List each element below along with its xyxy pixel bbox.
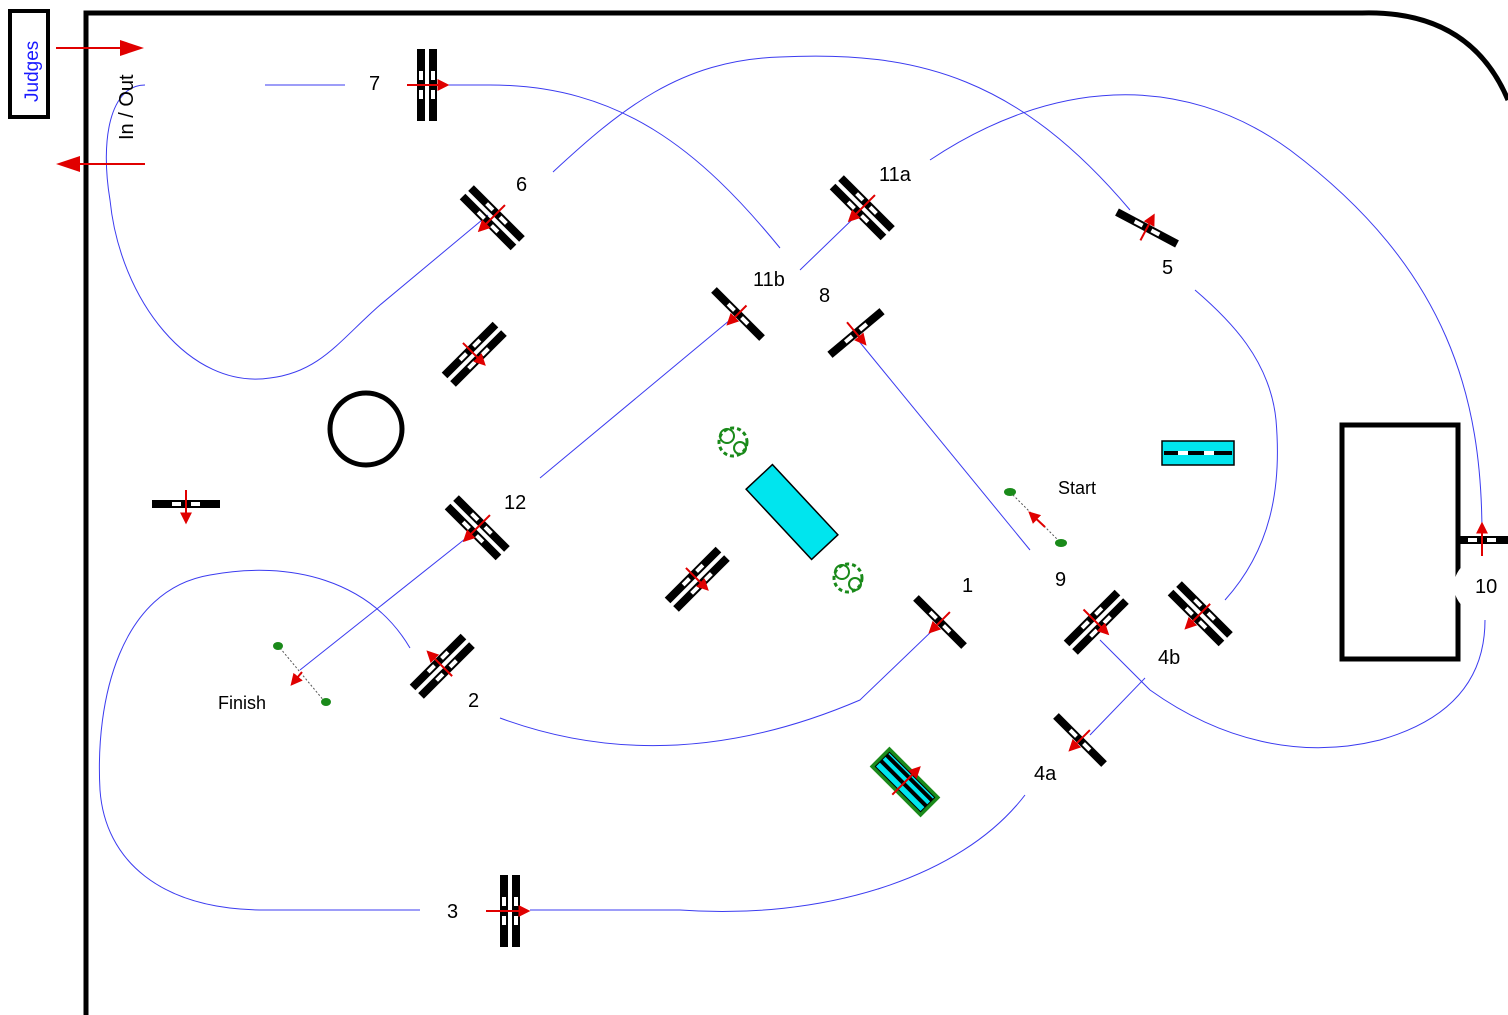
jump-4a <box>1053 713 1107 767</box>
finish-label: Finish <box>218 693 266 713</box>
jump-5 <box>1115 208 1179 248</box>
finish-line <box>273 642 331 706</box>
obstacle-label-12: 12 <box>504 492 526 514</box>
jump-11a <box>829 175 895 241</box>
pen-box <box>1339 422 1461 662</box>
obstacle-label-1: 1 <box>962 575 973 597</box>
jump-4b <box>1167 581 1233 647</box>
start-line <box>1004 488 1067 547</box>
obstacle-label-11a: 11a <box>879 164 912 186</box>
obstacle-label-11b: 11b <box>753 269 785 291</box>
jump-12 <box>444 495 510 561</box>
jump-unnumbered-c <box>664 546 730 612</box>
out-arrow <box>56 156 145 172</box>
course-path <box>98 55 1486 913</box>
obstacle-label-7: 7 <box>369 73 380 95</box>
water-jump <box>869 746 941 818</box>
in-arrow <box>56 40 144 56</box>
jump-9 <box>1063 589 1129 655</box>
obstacle-label-10: 10 <box>1475 576 1497 598</box>
pen-opening <box>1454 558 1508 614</box>
jump-11b <box>711 287 765 341</box>
obstacle-label-4a: 4a <box>1034 763 1057 785</box>
water-plank <box>1161 440 1235 466</box>
jump-8 <box>827 308 885 358</box>
in-out-label: In / Out <box>116 74 138 140</box>
obstacle-label-3: 3 <box>447 901 458 923</box>
arena-wall <box>83 10 1508 1015</box>
jump-unnumbered-b <box>152 490 220 525</box>
jump-unnumbered-a <box>441 321 507 387</box>
judges-label: Judges <box>22 41 43 102</box>
jump-10 <box>1448 521 1508 556</box>
ring-obstacle <box>327 390 405 468</box>
obstacle-label-4b: 4b <box>1158 647 1180 669</box>
obstacle-label-8: 8 <box>819 285 830 307</box>
obstacle-label-6: 6 <box>516 174 527 196</box>
jump-2 <box>409 633 475 699</box>
water-trough <box>745 463 839 561</box>
obstacle-label-9: 9 <box>1055 569 1066 591</box>
bush-icon <box>832 562 864 594</box>
jump-3 <box>486 875 531 947</box>
jump-6 <box>459 185 525 251</box>
jump-1 <box>913 595 967 649</box>
obstacle-label-2: 2 <box>468 690 479 712</box>
start-label: Start <box>1058 478 1096 498</box>
jump-7 <box>407 49 450 121</box>
obstacle-label-5: 5 <box>1162 257 1173 279</box>
bush-icon <box>717 426 749 458</box>
judges-box: Judges <box>8 9 50 119</box>
